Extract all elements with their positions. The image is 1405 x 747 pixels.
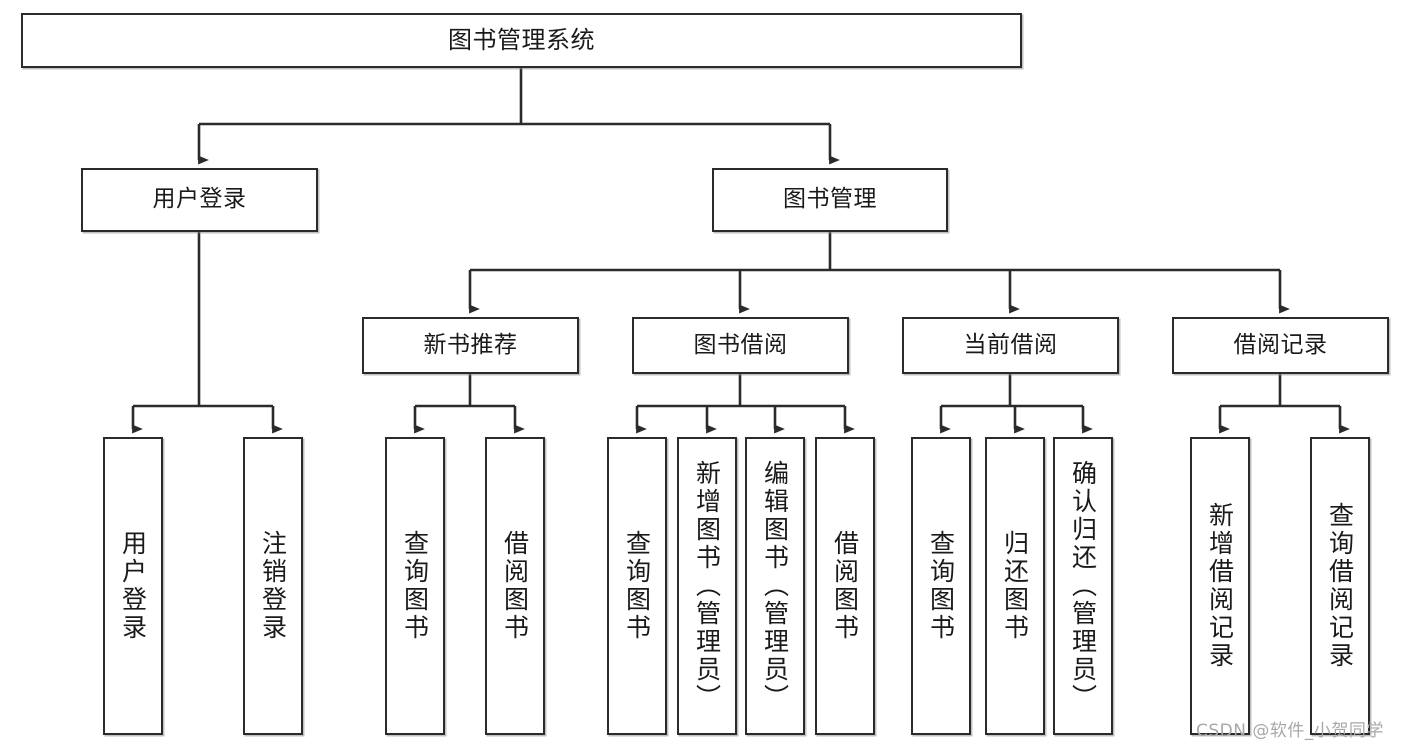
leaf-add-book-admin[interactable]: 新增图书（管理员）: [677, 437, 737, 735]
csdn-watermark: CSDN @软件_小贺同学: [1196, 721, 1384, 741]
node-label: 用户登录: [118, 530, 148, 642]
node-label: 图书借阅: [693, 331, 788, 358]
node-label: 借阅图书: [500, 530, 530, 642]
node-label: 借阅记录: [1233, 331, 1328, 358]
leaf-logout-login[interactable]: 注销登录: [243, 437, 303, 735]
node-label: 新增图书（管理员）: [692, 460, 722, 712]
node-label: 查询图书: [400, 530, 430, 642]
leaf-query-book-current[interactable]: 查询图书: [911, 437, 971, 735]
node-label: 查询图书: [926, 530, 956, 642]
leaf-add-borrow-record[interactable]: 新增借阅记录: [1190, 437, 1250, 735]
node-label: 确认归还（管理员）: [1068, 460, 1098, 712]
node-label: 注销登录: [258, 530, 288, 642]
leaf-query-book-borrow[interactable]: 查询图书: [607, 437, 667, 735]
leaf-return-book[interactable]: 归还图书: [985, 437, 1045, 735]
leaf-confirm-return-admin[interactable]: 确认归还（管理员）: [1053, 437, 1113, 735]
node-level3-new-book-recommend[interactable]: 新书推荐: [362, 317, 579, 374]
node-label: 编辑图书（管理员）: [760, 460, 790, 712]
node-label: 查询借阅记录: [1325, 502, 1355, 670]
node-level3-book-borrow[interactable]: 图书借阅: [632, 317, 849, 374]
node-label: 图书管理系统: [448, 26, 595, 55]
node-label: 归还图书: [1000, 530, 1030, 642]
node-level2-book-management[interactable]: 图书管理: [712, 168, 948, 232]
node-label: 查询图书: [622, 530, 652, 642]
node-label: 新增借阅记录: [1205, 502, 1235, 670]
node-level3-current-borrow[interactable]: 当前借阅: [902, 317, 1119, 374]
node-level3-borrow-record[interactable]: 借阅记录: [1172, 317, 1389, 374]
node-label: 图书管理: [783, 186, 877, 213]
node-label: 新书推荐: [423, 331, 518, 358]
leaf-user-login[interactable]: 用户登录: [103, 437, 163, 735]
leaf-edit-book-admin[interactable]: 编辑图书（管理员）: [745, 437, 805, 735]
node-label: 借阅图书: [830, 530, 860, 642]
node-label: 用户登录: [152, 186, 247, 213]
leaf-borrow-book-recommend[interactable]: 借阅图书: [485, 437, 545, 735]
node-root[interactable]: 图书管理系统: [21, 13, 1022, 68]
leaf-query-book-recommend[interactable]: 查询图书: [385, 437, 445, 735]
node-level2-user-login[interactable]: 用户登录: [81, 168, 318, 232]
leaf-borrow-book[interactable]: 借阅图书: [815, 437, 875, 735]
leaf-query-borrow-record[interactable]: 查询借阅记录: [1310, 437, 1370, 735]
node-label: 当前借阅: [963, 331, 1058, 358]
